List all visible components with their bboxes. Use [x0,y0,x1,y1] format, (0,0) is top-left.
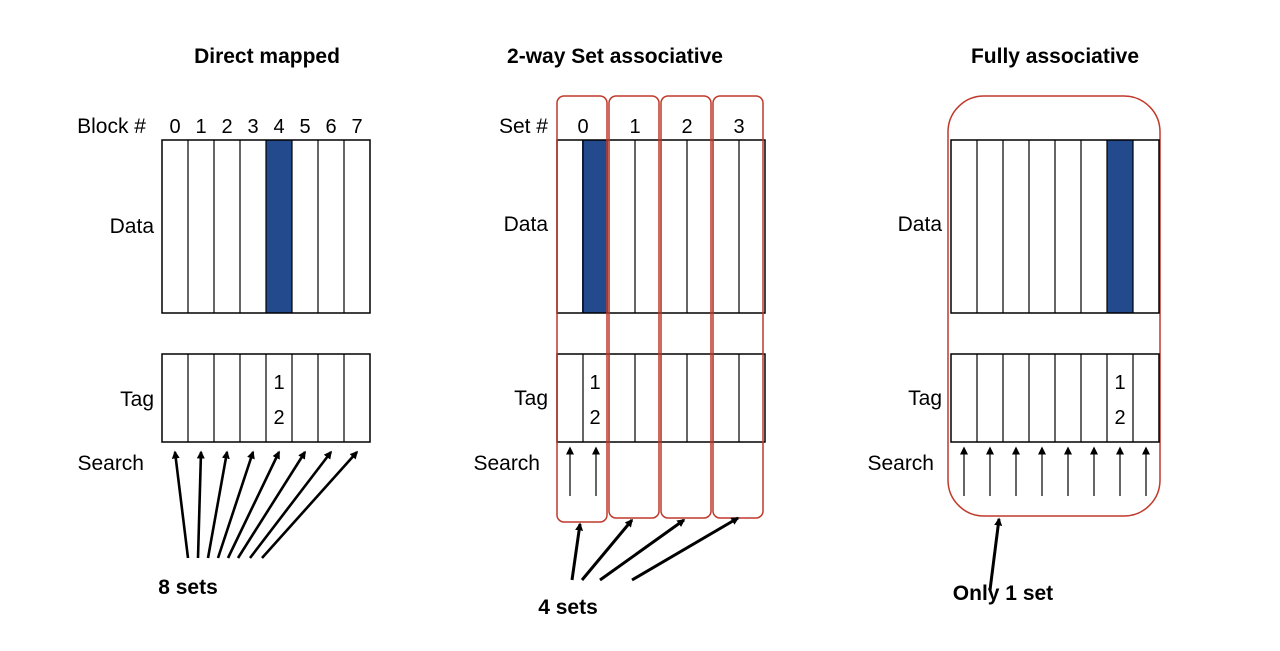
direct-search-arrow [226,450,281,559]
two-way-set-outline [660,95,712,519]
direct-search-arrow [236,450,307,559]
two-way-count-arrow [631,516,740,582]
fully-single-set-outline [947,95,1161,517]
two-way-set-number: 2 [681,116,692,138]
direct-data-dividers [187,140,345,313]
two-way-set-numbers: 0 1 2 3 [577,116,744,138]
direct-highlighted-block [266,140,292,313]
direct-block-number-label: Block # [77,115,146,138]
direct-search-arrow [171,450,190,559]
fully-tag-digit-top: 1 [1114,372,1125,394]
direct-block-number: 2 [221,116,232,138]
two-way-highlighted-block [582,140,608,313]
two-way-count-arrow [599,518,686,582]
two-way-set-outline [556,95,608,523]
fully-count-arrow [988,517,1003,591]
two-way-set-number-label: Set # [499,115,548,138]
two-way-count-arrows [570,516,740,582]
two-way-data-label: Data [504,213,549,236]
direct-search-arrow [248,450,333,559]
direct-block-number: 6 [325,116,336,138]
two-way-count-arrow [580,518,634,581]
fully-search-label: Search [867,452,934,475]
direct-search-arrow [216,450,255,559]
direct-search-label: Search [77,452,144,475]
fully-search-arrows [960,446,1150,496]
direct-tag-dividers [187,354,345,442]
two-way-tag-label: Tag [514,387,548,410]
direct-tag-label: Tag [120,388,154,411]
fully-tag-digit-bottom: 2 [1114,407,1125,429]
direct-block-number: 4 [273,116,284,138]
fully-tag-label: Tag [908,387,942,410]
two-way-set-outline [712,95,764,519]
direct-block-number: 3 [247,116,258,138]
fully-highlighted-block [1107,140,1133,313]
direct-tag-digit-bottom: 2 [273,407,284,429]
fully-tag-dividers [976,354,1134,442]
direct-search-arrows [171,450,359,559]
fully-associative-panel: Fully associative Data Tag 1 2 Search On… [867,45,1161,605]
two-way-title: 2-way Set associative [507,45,723,68]
fully-data-dividers [976,140,1134,313]
two-way-tag-digit-bottom: 2 [589,407,600,429]
two-way-set-number: 1 [629,116,640,138]
direct-block-number: 7 [351,116,362,138]
two-way-panel: 2-way Set associative Set # 0 1 2 3 Data Ta… [473,45,766,619]
direct-search-arrow [196,450,205,559]
two-way-set-count: 4 sets [538,596,598,619]
direct-search-arrow [261,450,359,559]
two-way-set-number: 0 [577,116,588,138]
fully-associative-title: Fully associative [971,45,1139,68]
two-way-set-number: 3 [733,116,744,138]
direct-mapped-title: Direct mapped [194,45,340,68]
direct-search-arrow [206,450,230,559]
two-way-set-outlines [556,95,764,523]
two-way-search-arrows [566,446,600,496]
direct-data-label: Data [110,215,155,238]
fully-set-count: Only 1 set [953,582,1053,605]
direct-tag-digit-top: 1 [273,372,284,394]
direct-block-number: 0 [169,116,180,138]
direct-set-count: 8 sets [158,576,218,599]
fully-data-label: Data [898,213,943,236]
two-way-tag-digit-top: 1 [589,372,600,394]
two-way-set-outline [608,95,660,519]
direct-block-number: 1 [195,116,206,138]
two-way-search-label: Search [473,452,540,475]
two-way-count-arrow [570,522,584,581]
direct-block-number: 5 [299,116,310,138]
